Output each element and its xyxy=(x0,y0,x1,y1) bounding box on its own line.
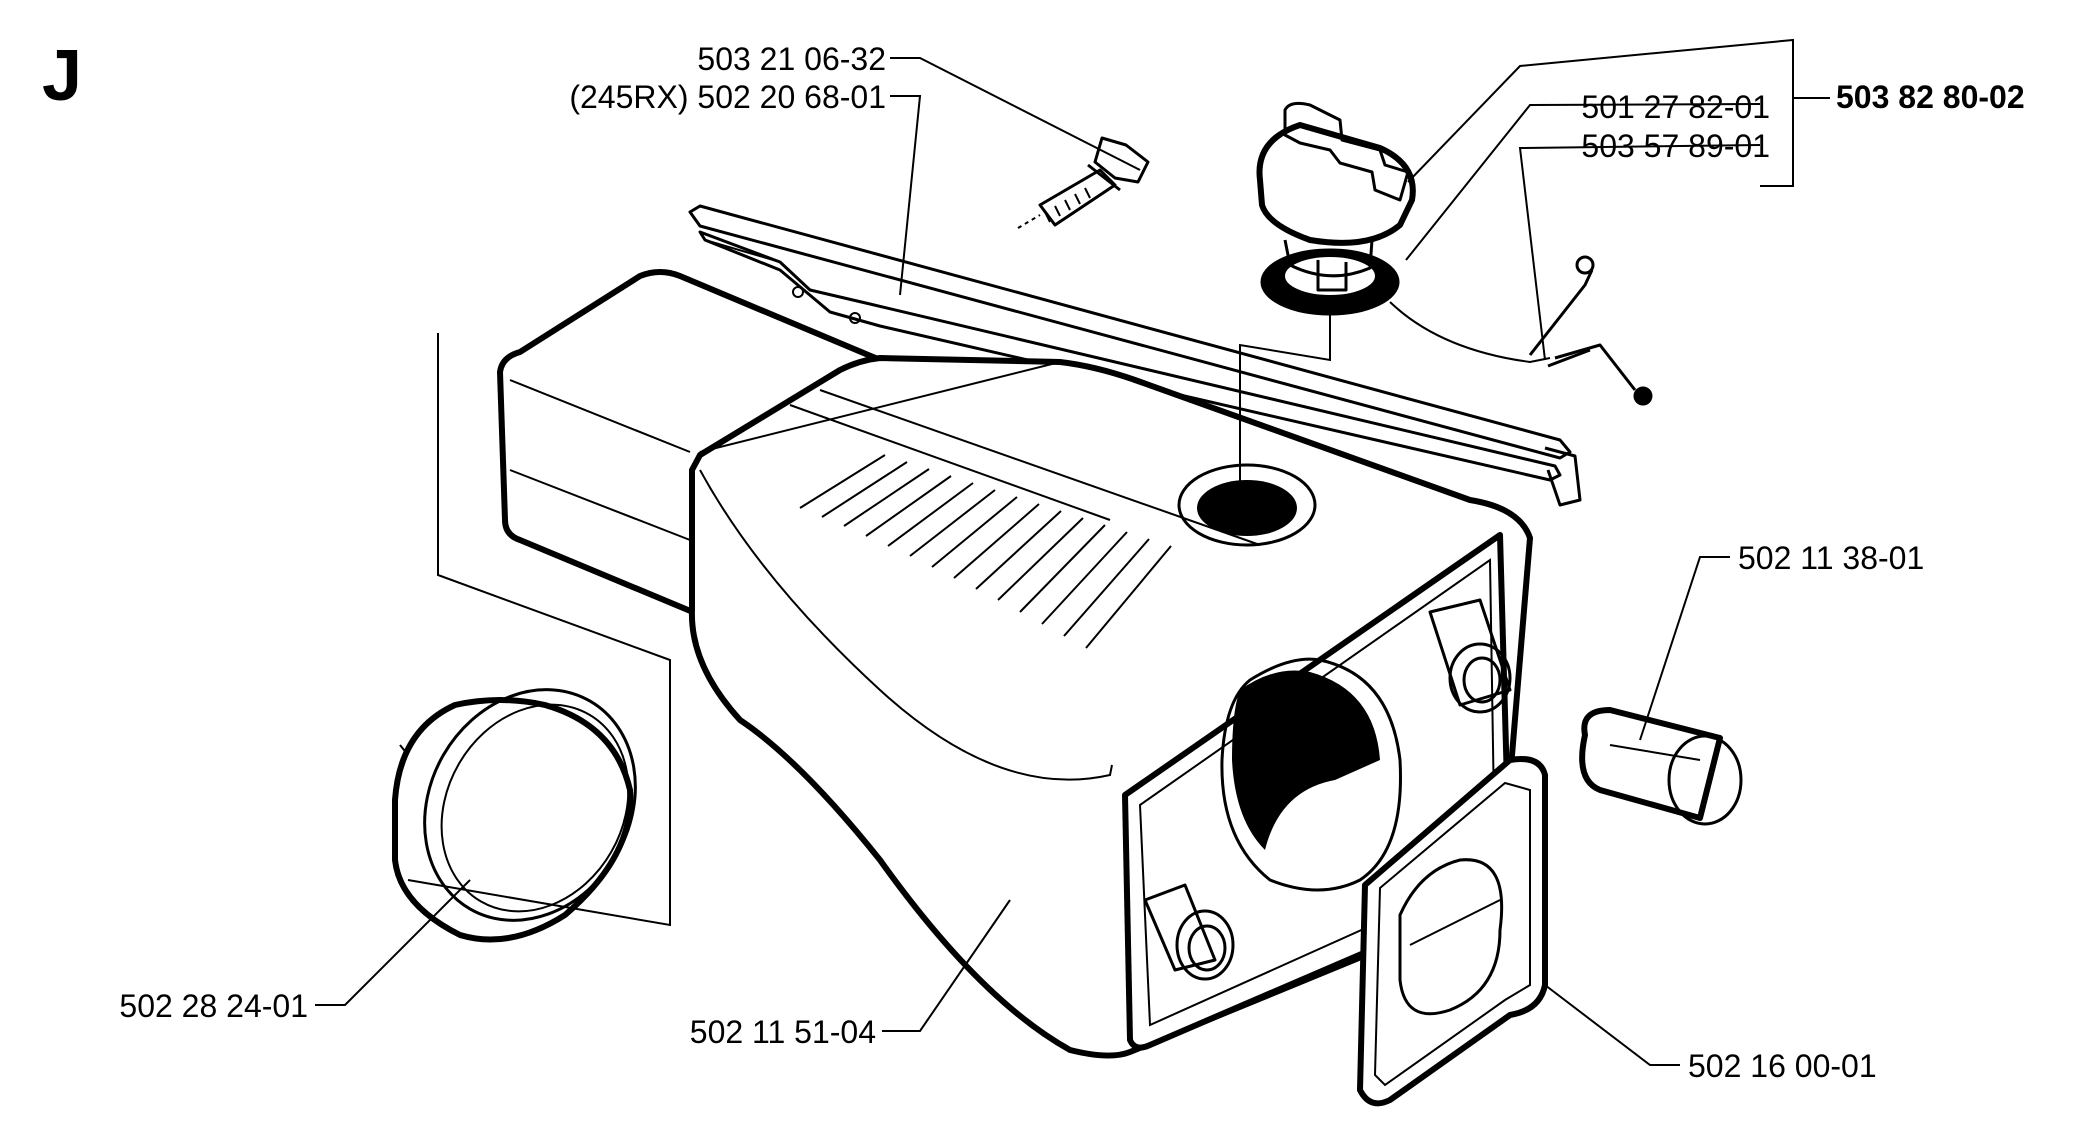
section-letter: J xyxy=(42,36,82,116)
ring-part xyxy=(392,688,637,943)
filler-cap-part xyxy=(1256,101,1416,316)
tank-ribs xyxy=(799,454,1172,649)
label-cap-seal: 501 27 82-01 xyxy=(1581,89,1770,125)
guide-rail xyxy=(688,204,1582,507)
alignment-lines xyxy=(399,300,1331,927)
label-filter: 502 11 38-01 xyxy=(1738,540,1924,576)
leader-lines xyxy=(315,38,1830,1066)
tank-body-part xyxy=(497,269,1533,1059)
bolt-part xyxy=(1017,136,1150,229)
cap-strap-part xyxy=(1389,255,1653,406)
label-ring: 502 28 24-01 xyxy=(119,988,308,1024)
filter-part xyxy=(1579,707,1743,826)
label-tank: 502 11 51-04 xyxy=(690,1014,876,1050)
gasket-part xyxy=(1357,756,1548,1107)
label-gasket: 502 16 00-01 xyxy=(1688,1048,1877,1084)
label-bolt: 503 21 06-32 xyxy=(697,41,886,77)
tank-boss-upper xyxy=(1428,598,1512,714)
label-cap-strap: 503 57 89-01 xyxy=(1581,128,1770,164)
label-cap-kit: 503 82 80-02 xyxy=(1836,79,2025,115)
tank-boss-lower xyxy=(1143,883,1235,981)
label-bolt-alt: (245RX) 502 20 68-01 xyxy=(569,79,886,115)
